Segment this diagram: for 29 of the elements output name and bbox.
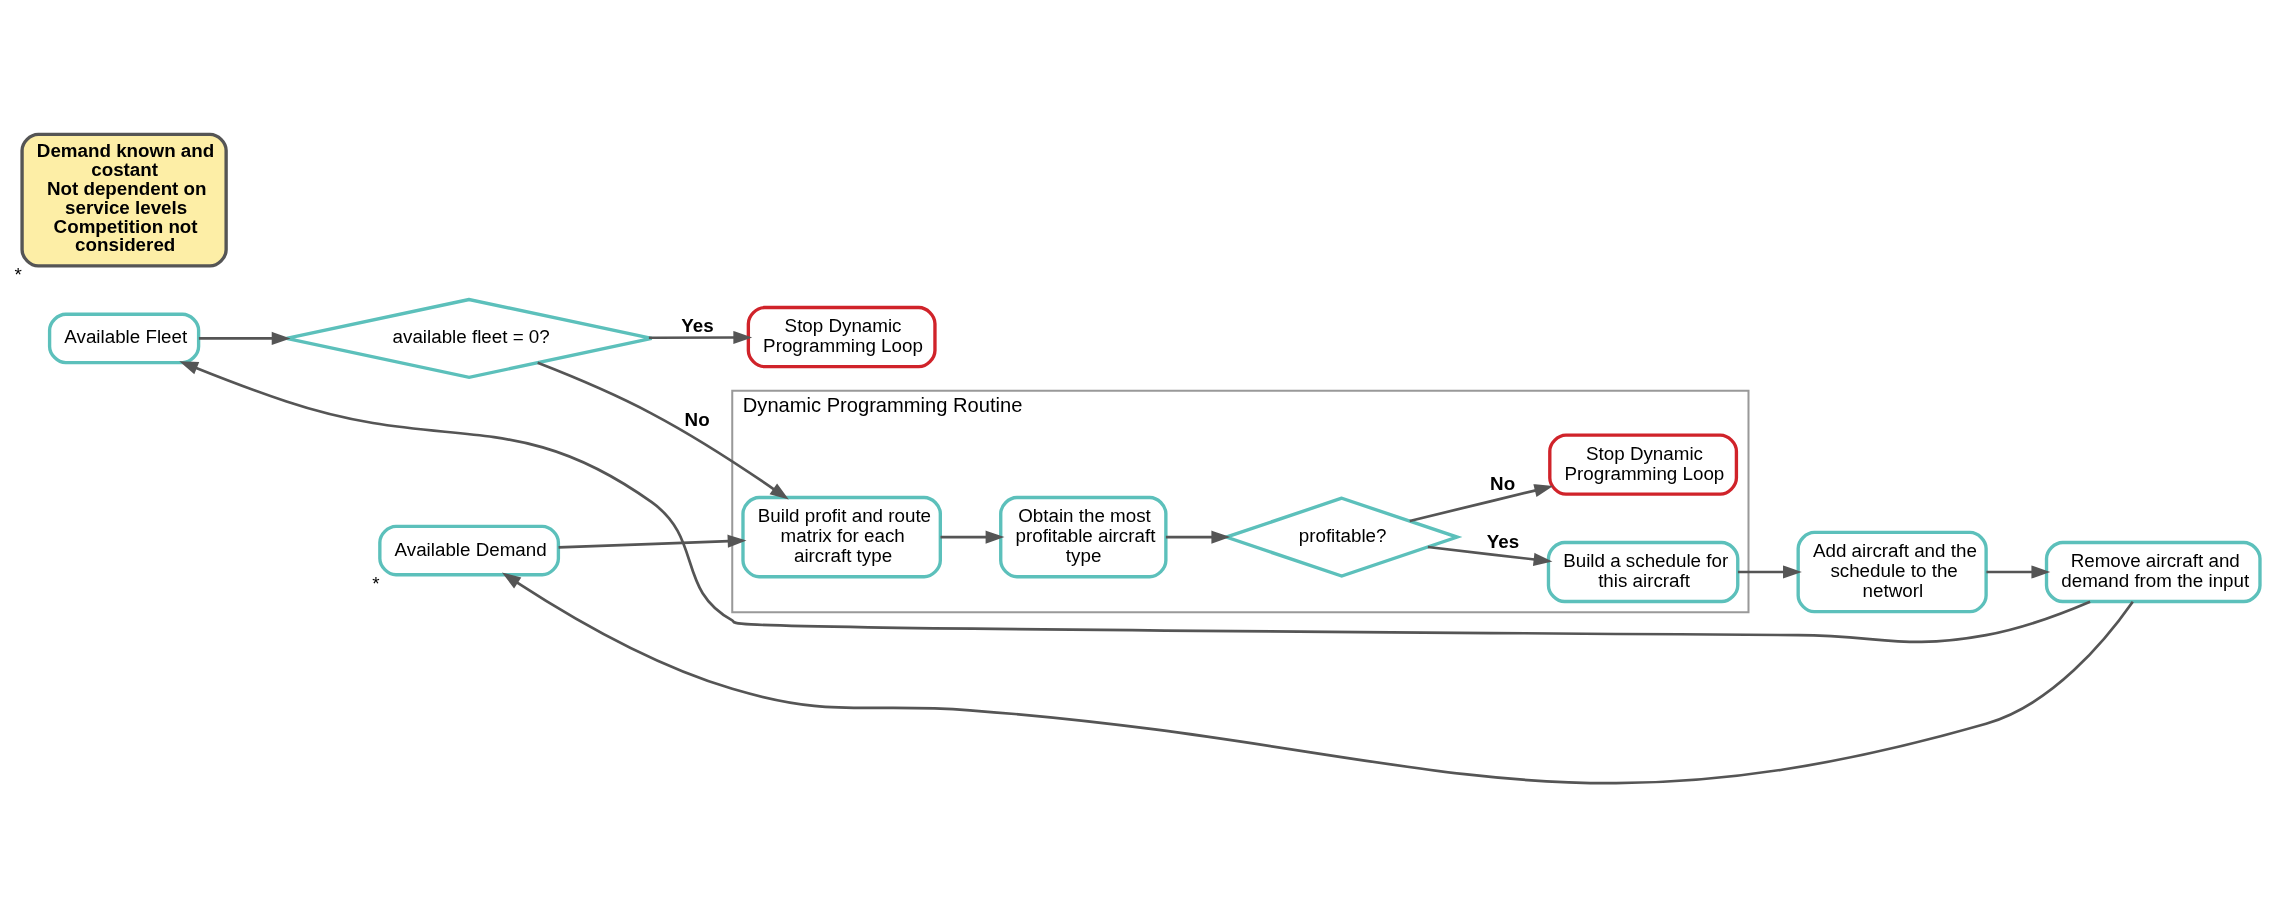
edge-label: No	[684, 408, 710, 430]
arrow	[1409, 484, 1554, 523]
node-box: Available Fleet	[47, 312, 201, 365]
node-box: Obtain the most profitable aircraft type	[999, 495, 1168, 579]
arrow	[1986, 565, 2051, 579]
node-diamond: available fleet = 0?	[284, 297, 654, 380]
arrow	[648, 330, 753, 345]
node-box: Add aircraft and the schedule to the networl	[1796, 530, 1988, 614]
node-box: Build profit and route matrix for each aircraft type	[741, 495, 942, 579]
node-label: *	[372, 572, 380, 594]
node-box: Demand known and costant Not dependent on service levels Competition not considered	[20, 132, 228, 268]
node-label: *	[14, 263, 22, 285]
arrow	[179, 361, 2091, 644]
node-box: Remove aircraft and demand from the input	[2044, 540, 2262, 604]
node-box: Available Demand	[378, 524, 561, 577]
edge-label: Yes	[681, 314, 714, 336]
arrow	[1427, 545, 1553, 566]
arrow	[558, 534, 747, 549]
arrow	[198, 331, 291, 345]
node-box: Stop Dynamic Programming Loop	[746, 305, 937, 369]
edge-label: No	[1490, 473, 1516, 495]
node-box: Stop Dynamic Programming Loop	[1548, 433, 1739, 496]
node-box: Build a schedule for this aircraft	[1546, 540, 1740, 604]
edge-label: Yes	[1486, 531, 1520, 553]
arrow	[1165, 530, 1231, 544]
arrow	[501, 572, 2134, 785]
arrow	[537, 361, 789, 500]
arrow	[940, 530, 1005, 544]
arrow	[1737, 565, 1802, 579]
